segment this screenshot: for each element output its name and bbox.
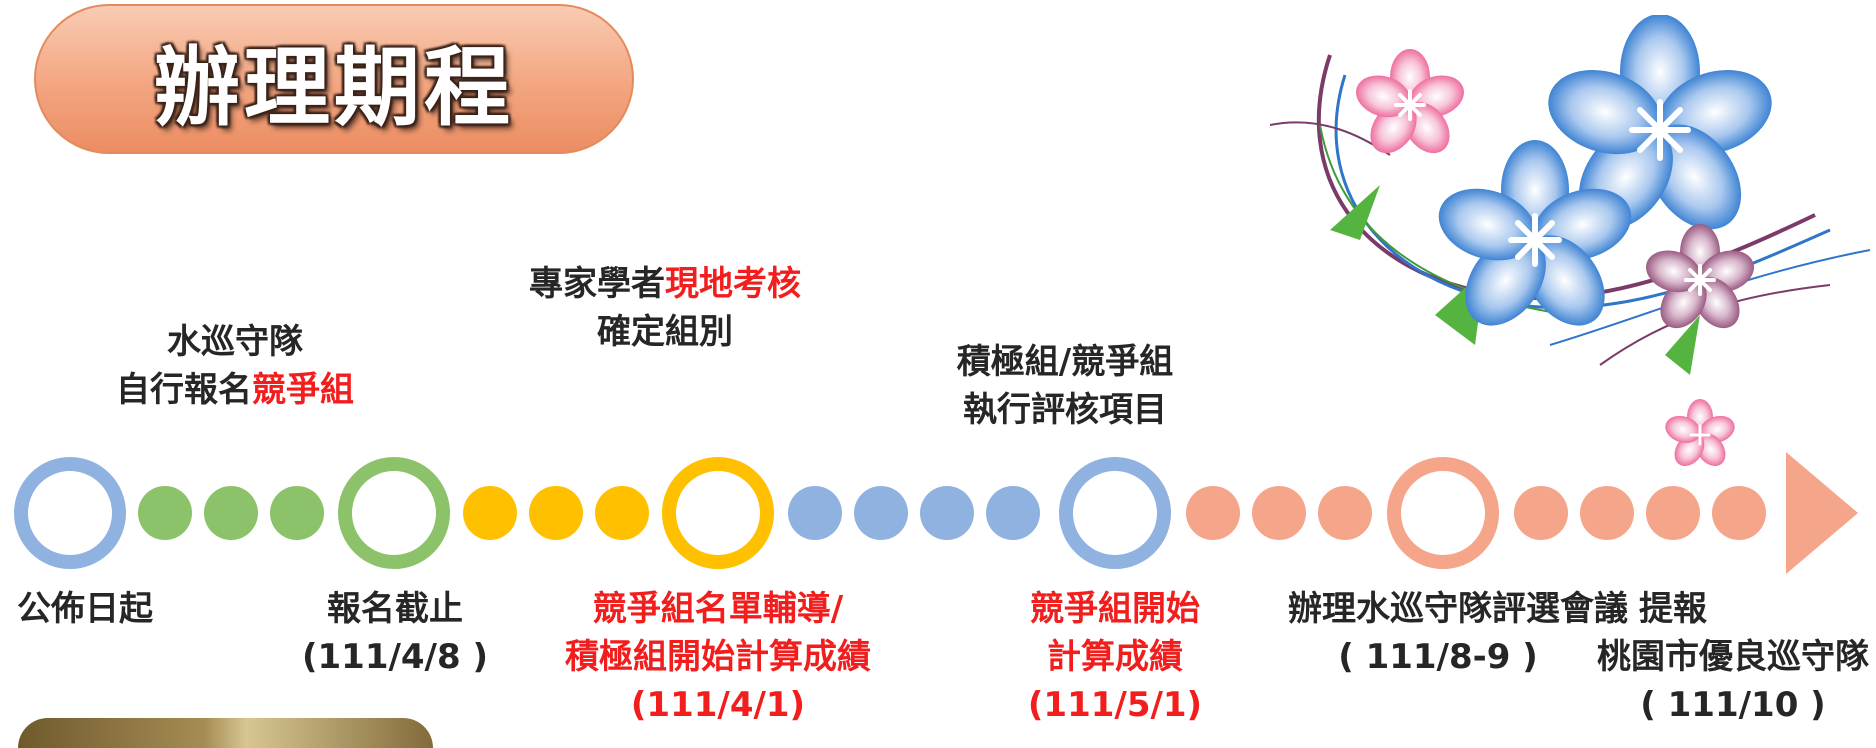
milestone-coaching [662, 457, 774, 569]
label-announce-line1: 公佈日起 [17, 589, 153, 629]
timeline-dot [788, 486, 842, 540]
timeline-dot [1580, 486, 1634, 540]
label-deadline: 報名截止 (111/4/8 ) [290, 585, 500, 681]
label-meeting-line1: 辦理水巡守隊評選會議 [1288, 589, 1628, 629]
milestone-deadline [338, 457, 450, 569]
timeline-dot [595, 486, 649, 540]
timeline-dot [1252, 486, 1306, 540]
label-inspection: 專家學者現地考核 確定組別 [475, 260, 855, 356]
label-deadline-line1: 報名截止 [327, 589, 463, 629]
label-evaluate: 積極組/競爭組 執行評核項目 [915, 338, 1215, 434]
label-competitive-start-line2: 計算成績 [1047, 637, 1183, 677]
label-coaching-line2: 積極組開始計算成績 [565, 637, 871, 677]
timeline-arrow-icon [1786, 452, 1858, 574]
timeline-dot [529, 486, 583, 540]
label-meeting-date: ( 111/8-9 ) [1338, 637, 1538, 677]
bottom-image [18, 718, 433, 748]
label-announce: 公佈日起 [10, 585, 160, 633]
label-report-date: ( 111/10 ) [1640, 685, 1826, 725]
label-register: 水巡守隊 自行報名競爭組 [90, 318, 380, 414]
label-coaching: 競爭組名單輔導/ 積極組開始計算成績 (111/4/1) [548, 585, 888, 729]
timeline-dot [138, 486, 192, 540]
timeline-dot [854, 486, 908, 540]
timeline-dot [1514, 486, 1568, 540]
flower-decoration [1270, 15, 1871, 467]
timeline-dot [986, 486, 1040, 540]
label-report: 提報 桃園市優良巡守隊 ( 111/10 ) [1590, 585, 1876, 729]
timeline-dot [1646, 486, 1700, 540]
timeline-dot [1318, 486, 1372, 540]
label-report-line2: 桃園市優良巡守隊 [1597, 637, 1869, 677]
timeline-dot [204, 486, 258, 540]
timeline-dot [1712, 486, 1766, 540]
label-evaluate-line2: 執行評核項目 [963, 390, 1167, 430]
title-banner: 辦理期程 [34, 4, 634, 154]
page-title: 辦理期程 [154, 37, 514, 138]
timeline-dot [270, 486, 324, 540]
milestone-announce [14, 457, 126, 569]
label-competitive-start-line1: 競爭組開始 [1030, 589, 1200, 629]
label-meeting: 辦理水巡守隊評選會議 ( 111/8-9 ) [1268, 585, 1648, 681]
timeline-dot [920, 486, 974, 540]
milestone-competitive-start [1059, 457, 1171, 569]
timeline-dot [463, 486, 517, 540]
label-register-line1: 水巡守隊 [167, 322, 303, 362]
label-report-line1: 提報 [1639, 589, 1707, 629]
label-competitive-start: 競爭組開始 計算成績 (111/5/1) [1000, 585, 1230, 729]
label-register-line2: 自行報名競爭組 [116, 370, 354, 410]
timeline-dot [1186, 486, 1240, 540]
label-coaching-line1: 競爭組名單輔導/ [592, 589, 844, 629]
label-coaching-date: (111/4/1) [630, 685, 806, 725]
milestone-meeting [1387, 457, 1499, 569]
label-deadline-date: (111/4/8 ) [301, 637, 489, 677]
label-evaluate-line1: 積極組/競爭組 [956, 342, 1174, 382]
label-inspection-line2: 確定組別 [597, 312, 733, 352]
label-competitive-start-date: (111/5/1) [1027, 685, 1203, 725]
label-inspection-line1: 專家學者現地考核 [529, 264, 801, 304]
